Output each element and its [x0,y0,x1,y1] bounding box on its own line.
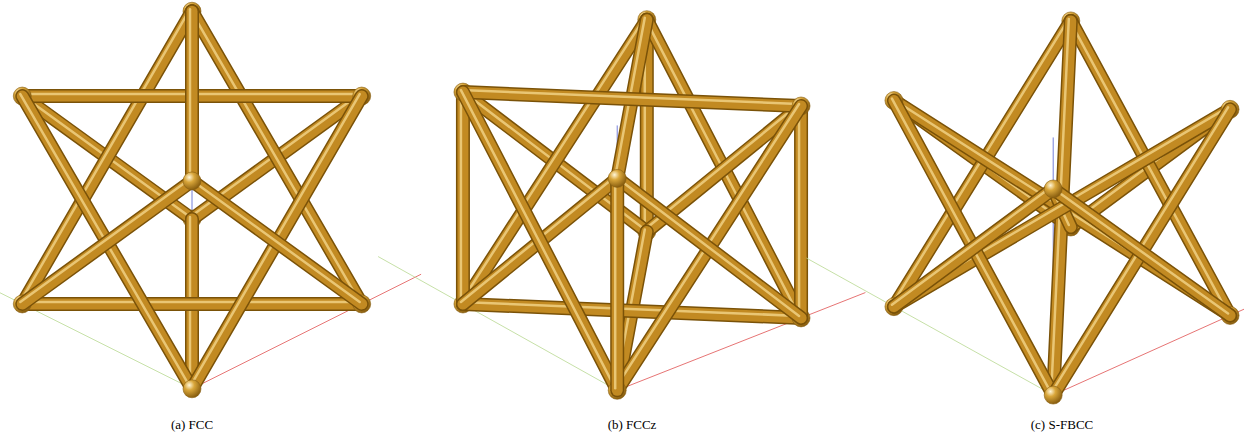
strut-outline [463,304,801,318]
strut-highlight [1051,107,1228,393]
strut-body [22,11,192,304]
strut-body [796,106,807,318]
node-sphere [183,380,201,398]
subfigure-caption: (b) FCCz [608,417,657,433]
strut-highlight [614,176,617,388]
strut-outline [185,11,199,181]
strut-highlight [1051,187,1228,313]
strut-body [22,181,192,304]
strut-highlight [798,104,801,316]
strut-highlight [892,187,1051,305]
node-sphere [1044,180,1062,198]
strut-outline [610,178,624,390]
strut-body [463,92,801,106]
strut-highlight [645,18,799,316]
strut-outline [22,181,192,304]
strut-highlight [190,179,360,302]
strut-body [457,92,468,304]
strut-highlight [20,179,190,302]
subfigure-caption: (a) FCC [171,417,213,433]
strut-highlight [20,301,359,304]
strut-body [463,304,801,318]
strut-outline [794,106,808,318]
strut-highlight [20,94,190,387]
strut-highlight [460,90,463,302]
unit-cell [378,11,865,400]
strut-body [612,178,623,390]
strut-highlight [190,94,360,387]
strut-highlight [892,99,1051,394]
unit-cell [0,2,421,398]
strut-highlight [615,104,799,388]
strut-body [187,11,198,181]
strut-outline [456,92,470,304]
node-sphere [1044,386,1062,404]
node-sphere [608,169,626,187]
node-sphere [183,172,201,190]
strut-highlight [461,90,799,104]
strut-outline [22,297,361,311]
strut-highlight [461,90,615,388]
strut-body [22,298,361,309]
subfigure-caption: (c) S-FBCC [1031,417,1093,433]
strut-body [894,189,1053,307]
strut-highlight [461,302,799,316]
strut-outline [463,92,801,106]
strut-highlight [20,9,190,302]
strut-outline [22,11,192,304]
strut-outline [894,189,1053,307]
strut-highlight [615,176,799,315]
strut-highlight [189,9,192,179]
axis-line [0,257,192,389]
unit-cell [806,12,1244,404]
